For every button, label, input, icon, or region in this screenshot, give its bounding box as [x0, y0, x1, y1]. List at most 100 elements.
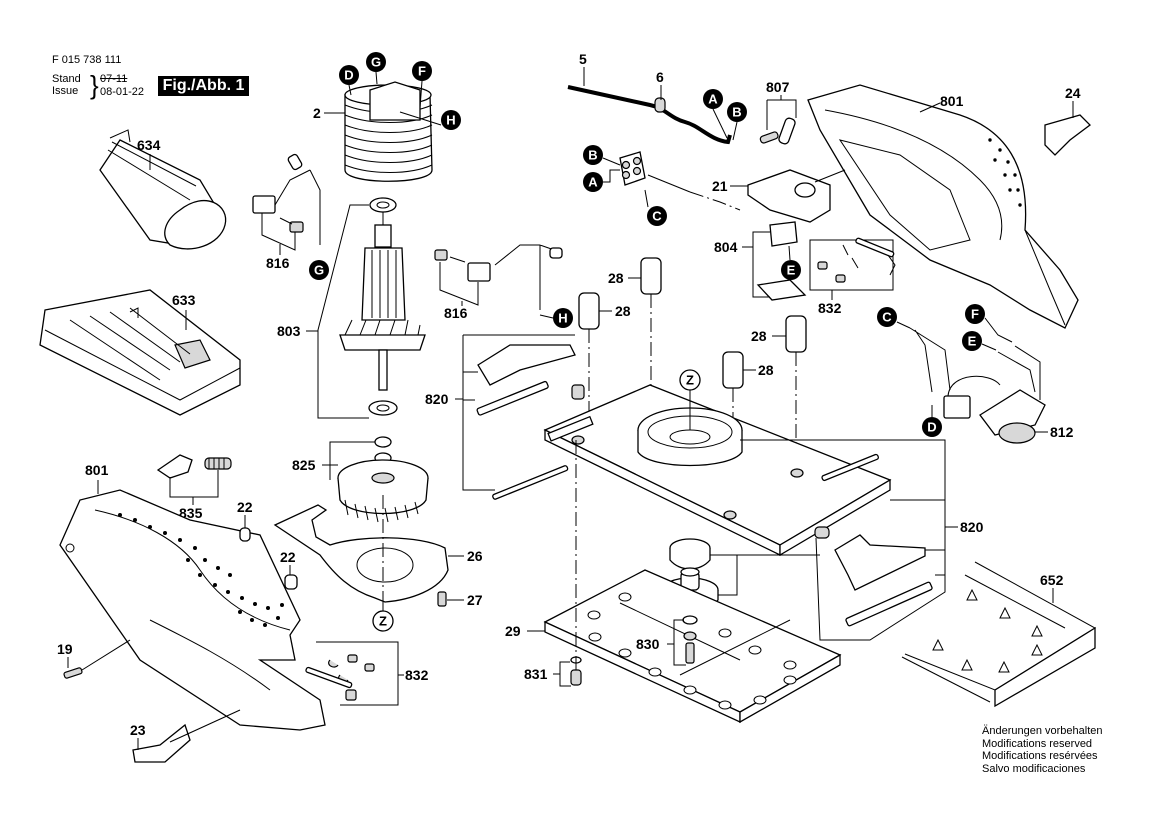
connector-marker-b-cable: B [727, 102, 747, 122]
label-28-b: 28 [615, 303, 631, 319]
svg-text:E: E [787, 263, 796, 278]
svg-text:F: F [418, 64, 426, 79]
svg-text:D: D [344, 68, 353, 83]
part-19-screw [63, 667, 83, 679]
connector-marker-g-brush: G [309, 260, 329, 280]
label-835: 835 [179, 505, 203, 521]
part-27-screw [437, 591, 447, 607]
label-830: 830 [636, 636, 660, 652]
part-825-fan [337, 436, 429, 523]
connector-marker-h-top: H [441, 110, 461, 130]
label-28-d: 28 [758, 362, 774, 378]
vent-holes-right [988, 138, 1022, 207]
pad-holes [587, 592, 797, 710]
label-832-left: 832 [405, 667, 429, 683]
label-832-right: 832 [818, 300, 842, 316]
part-base-plate [492, 384, 892, 557]
connector-marker-d-suppressor: D [922, 417, 942, 437]
note-line-fr: Modifications resérvées [982, 750, 1098, 762]
label-21: 21 [712, 178, 728, 194]
part-633-dust-box [39, 289, 241, 416]
label-807: 807 [766, 79, 790, 95]
label-812: 812 [1050, 424, 1074, 440]
note-line-de: Änderungen vorbehalten [982, 725, 1103, 737]
part-820-left-bracket [476, 344, 585, 416]
label-2: 2 [313, 105, 321, 121]
part-816-brush-right [434, 244, 563, 310]
part-804-switch [756, 221, 807, 301]
svg-text:B: B [732, 105, 741, 120]
part-2-field-coil [344, 81, 433, 182]
part-24-latch [1044, 114, 1091, 156]
part-807-cable-clamp [759, 117, 796, 145]
label-825: 825 [292, 457, 316, 473]
label-27: 27 [467, 592, 483, 608]
label-22-b: 22 [280, 549, 296, 565]
note-line-en: Modifications reserved [982, 737, 1093, 750]
connector-marker-d-top: D [339, 65, 359, 85]
connector-marker-c-terminal: C [647, 206, 667, 226]
label-831: 831 [524, 666, 548, 682]
part-801-right-housing [807, 84, 1079, 329]
reference-marker-z-lower [372, 610, 394, 632]
label-22-a: 22 [237, 499, 253, 515]
label-28-c: 28 [751, 328, 767, 344]
part-835-clip [156, 454, 232, 479]
part-21-switch-cover [747, 169, 831, 223]
label-816-left: 816 [266, 255, 290, 271]
svg-text:C: C [882, 310, 892, 325]
svg-text:E: E [968, 334, 977, 349]
svg-text:D: D [927, 420, 936, 435]
modifications-note: Änderungen vorbehalten Modifications res… [982, 725, 1102, 775]
label-5: 5 [579, 51, 587, 67]
vent-holes [118, 513, 284, 627]
part-832-screws-left [305, 654, 375, 701]
marker-z-lower-letter: Z [379, 614, 387, 629]
label-816-right: 816 [444, 305, 468, 321]
part-801-left-housing [59, 489, 326, 731]
stand-label: Stand [52, 73, 81, 85]
label-26: 26 [467, 548, 483, 564]
connector-marker-h-brush: H [553, 308, 573, 328]
connector-marker-g-top: G [366, 52, 386, 72]
label-19: 19 [57, 641, 73, 657]
svg-text:C: C [652, 209, 662, 224]
connector-marker-b-terminal: B [583, 145, 603, 165]
svg-text:A: A [708, 92, 718, 107]
label-804: 804 [714, 239, 738, 255]
svg-text:B: B [588, 148, 597, 163]
marker-z-upper-letter: Z [686, 373, 694, 388]
brace-icon: } [90, 70, 99, 100]
part-803-armature [339, 197, 426, 416]
part-28-pins [578, 257, 807, 389]
part-6-power-cable [567, 85, 732, 145]
part-634-dust-nozzle [99, 129, 227, 250]
part-820-right-bracket [814, 526, 933, 627]
svg-text:H: H [446, 113, 455, 128]
label-801-right: 801 [940, 93, 964, 109]
label-24: 24 [1065, 85, 1081, 101]
connector-marker-e-suppressor: E [962, 331, 982, 351]
part-830-screw-set [682, 615, 698, 664]
part-terminal-block [619, 151, 691, 193]
part-652-perforation-plate [901, 561, 1096, 708]
label-29: 29 [505, 623, 521, 639]
issue-date: 08-01-22 [100, 86, 145, 98]
part-23-lever [132, 723, 191, 763]
label-633: 633 [172, 292, 196, 308]
figure-label: Fig./Abb. 1 [158, 76, 249, 96]
note-line-es: Salvo modificaciones [982, 762, 1086, 775]
label-634: 634 [137, 137, 161, 153]
label-803: 803 [277, 323, 301, 339]
connector-marker-a-cable: A [703, 89, 723, 109]
issue-label: Issue [52, 85, 79, 97]
connector-marker-f-top: F [412, 61, 432, 81]
part-29-sanding-pad [543, 569, 842, 724]
svg-text:G: G [371, 55, 381, 70]
part-812-suppressor [909, 327, 1046, 444]
stand-date: 07-11 [100, 73, 128, 85]
label-801-left: 801 [85, 462, 109, 478]
label-820-left: 820 [425, 391, 449, 407]
